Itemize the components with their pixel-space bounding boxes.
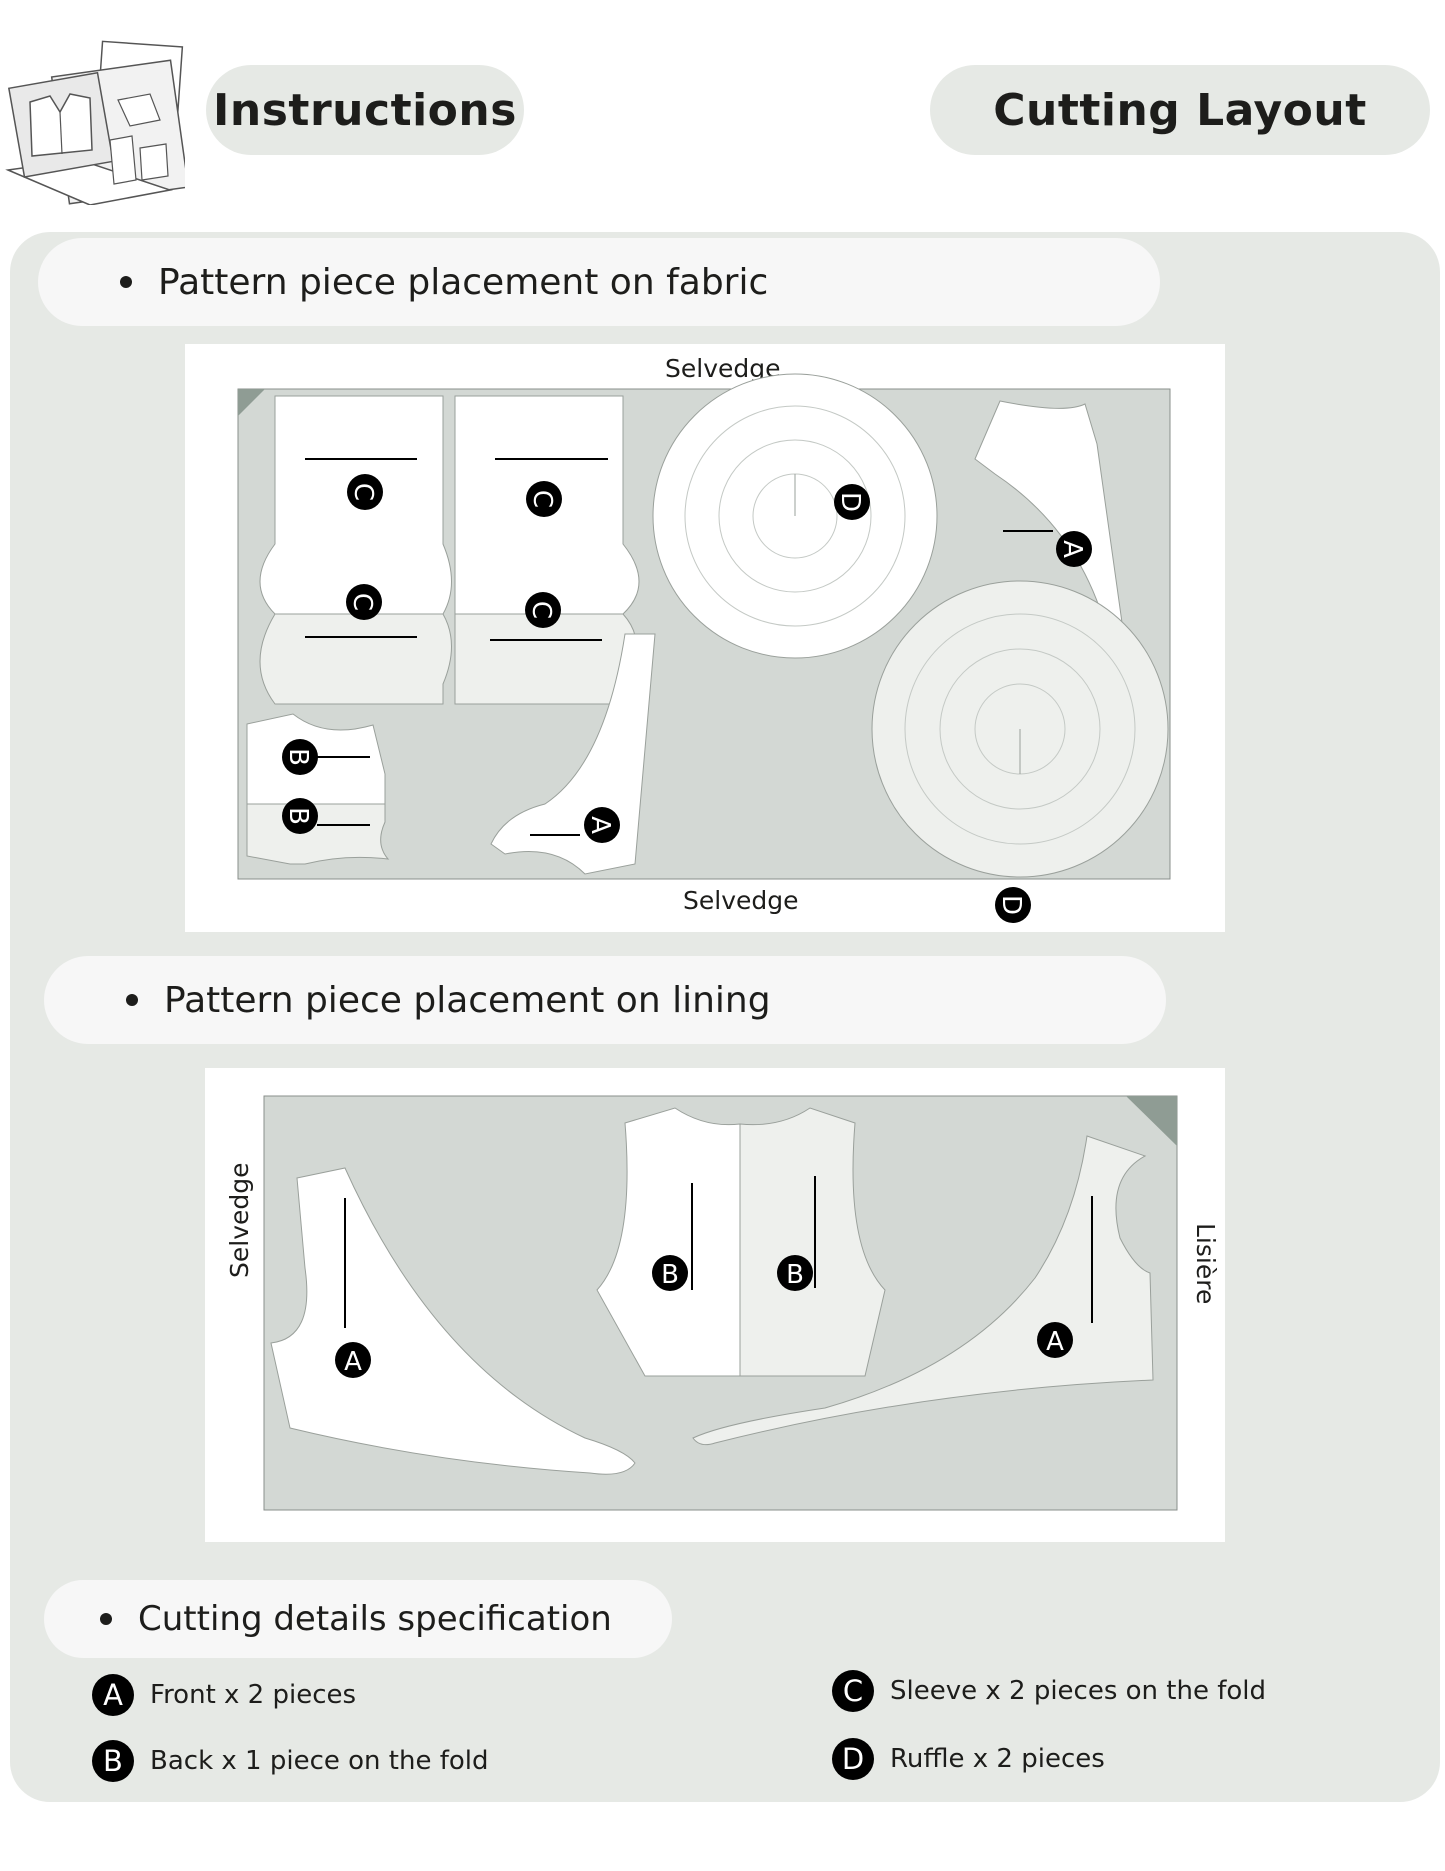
badge-d-letter: D	[996, 895, 1026, 915]
badge-b	[652, 1255, 688, 1291]
badge-c	[526, 481, 562, 517]
ruffle-piece	[871, 580, 1169, 878]
sleeve-piece	[259, 613, 452, 705]
fabric-bottom-selvedge-label: Selvedge	[683, 886, 799, 915]
fabric-layout-diagram: Selvedge Selvedge	[185, 344, 1225, 932]
back-piece	[246, 803, 390, 865]
legend-item-a: A Front x 2 pieces	[92, 1674, 356, 1716]
badge-a-letter: A	[344, 1347, 362, 1377]
details-section-heading: Cutting details specification	[44, 1580, 672, 1658]
badge-c	[347, 474, 383, 510]
badge-a: A	[92, 1674, 134, 1716]
badge-c	[346, 584, 382, 620]
badge-b-letter: B	[786, 1260, 804, 1290]
badge-d	[995, 887, 1031, 923]
badge-b	[282, 798, 318, 834]
cutting-layout-title: Cutting Layout	[930, 65, 1430, 155]
piece-badges: A B B A	[335, 1255, 1073, 1378]
legend-item-d: D Ruffle x 2 pieces	[832, 1738, 1105, 1780]
legend-text-c: Sleeve x 2 pieces on the fold	[890, 1676, 1267, 1706]
badge-c: C	[832, 1670, 874, 1712]
badge-a	[584, 807, 620, 843]
details-section-title: Cutting details specification	[138, 1599, 612, 1639]
badge-b	[282, 739, 318, 775]
fabric-section-title: Pattern piece placement on fabric	[158, 261, 769, 303]
badge-d: D	[832, 1738, 874, 1780]
front-piece	[270, 1167, 636, 1475]
badge-a	[335, 1342, 371, 1378]
badge-b: B	[92, 1740, 134, 1782]
badge-a-letter: A	[1046, 1327, 1064, 1357]
badge-b-letter: B	[661, 1260, 679, 1290]
bullet-icon	[120, 276, 132, 288]
badge-c-letter: C	[527, 490, 557, 508]
back-piece	[739, 1107, 886, 1377]
badge-a-letter: A	[1057, 540, 1087, 558]
badge-d-letter: D	[835, 492, 865, 512]
badge-b-letter: B	[283, 807, 313, 825]
fold-corner-icon	[1126, 1096, 1177, 1146]
badge-c-letter: C	[526, 601, 556, 619]
grainline-arrows	[344, 1176, 1093, 1328]
badge-a-letter: A	[585, 816, 615, 834]
badge-c-letter: C	[348, 483, 378, 501]
lining-layout-diagram: Selvedge Lisière A B B A	[205, 1068, 1225, 1542]
lining-section-title: Pattern piece placement on lining	[164, 979, 771, 1021]
badge-a	[1037, 1322, 1073, 1358]
legend-text-b: Back x 1 piece on the fold	[150, 1746, 489, 1776]
back-piece	[596, 1107, 741, 1377]
instructions-title: Instructions	[206, 65, 524, 155]
fold-corner-icon	[238, 389, 265, 416]
piece-badges: C C C C B B A A D D	[282, 474, 1092, 923]
ruffle-piece	[652, 373, 938, 659]
front-piece	[692, 1135, 1154, 1446]
badge-d	[834, 484, 870, 520]
legend-item-b: B Back x 1 piece on the fold	[92, 1740, 489, 1782]
lining-layout-svg: A B B A	[263, 1095, 1178, 1511]
lining-section-heading: Pattern piece placement on lining	[44, 956, 1166, 1044]
bullet-icon	[126, 994, 138, 1006]
bullet-icon	[100, 1613, 112, 1625]
badge-c-letter: C	[347, 593, 377, 611]
badge-b-letter: B	[283, 748, 313, 766]
fabric-section-heading: Pattern piece placement on fabric	[38, 238, 1160, 326]
legend-item-c: C Sleeve x 2 pieces on the fold	[832, 1670, 1266, 1712]
badge-a	[1056, 531, 1092, 567]
pattern-logo-icon	[5, 40, 185, 205]
badge-b	[777, 1255, 813, 1291]
legend-text-a: Front x 2 pieces	[150, 1680, 357, 1710]
badge-c	[525, 592, 561, 628]
grainline-arrows	[305, 458, 1053, 836]
legend-text-d: Ruffle x 2 pieces	[890, 1744, 1105, 1774]
fabric-layout-svg: C C C C B B A A D D	[237, 373, 1171, 923]
